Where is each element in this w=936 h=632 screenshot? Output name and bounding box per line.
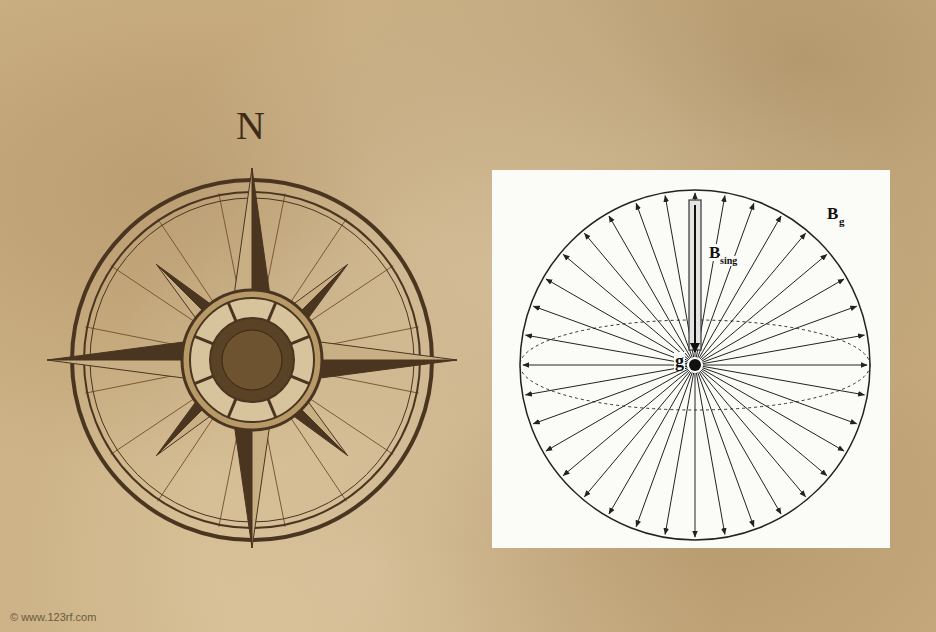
rose-line bbox=[266, 193, 286, 291]
hub-spoke bbox=[228, 399, 236, 417]
hub-spoke bbox=[268, 399, 276, 417]
rose-line bbox=[85, 327, 183, 347]
field-arrow bbox=[609, 372, 691, 514]
field-arrow bbox=[700, 371, 805, 497]
hub-center bbox=[222, 330, 282, 390]
field-subscript: g bbox=[838, 216, 846, 227]
field-arrow bbox=[563, 370, 689, 475]
hub-spoke bbox=[291, 376, 309, 384]
charge-label: g bbox=[674, 352, 685, 370]
rose-line bbox=[85, 374, 183, 394]
field-arrow bbox=[584, 233, 689, 359]
hub-center bbox=[210, 318, 294, 402]
field-arrow bbox=[665, 373, 693, 535]
hub-ring bbox=[182, 290, 322, 430]
field-arrow bbox=[533, 306, 687, 362]
field-arrow bbox=[699, 216, 781, 358]
hub-spoke bbox=[195, 376, 213, 384]
field-arrow bbox=[546, 369, 688, 451]
field-arrow bbox=[698, 373, 754, 527]
field-arrow bbox=[701, 254, 827, 359]
monopole-charge bbox=[689, 359, 701, 371]
field-arrow bbox=[702, 369, 844, 451]
hub-spoke bbox=[195, 336, 213, 344]
field-arrow bbox=[699, 372, 781, 514]
field-arrow bbox=[609, 216, 691, 358]
field-arrow bbox=[703, 335, 865, 363]
rose-line bbox=[321, 374, 419, 394]
rose-line bbox=[219, 429, 239, 527]
inset-panel bbox=[492, 170, 890, 548]
field-arrow bbox=[636, 373, 692, 527]
field-arrow bbox=[701, 370, 827, 475]
field-arrow bbox=[526, 335, 688, 363]
rose-line bbox=[321, 327, 419, 347]
field-arrow bbox=[636, 203, 692, 357]
field-subscript: sing bbox=[719, 256, 738, 266]
field-sphere bbox=[520, 190, 870, 540]
rose-line bbox=[266, 429, 286, 527]
field-arrow bbox=[523, 365, 687, 366]
hub-ring bbox=[190, 298, 314, 422]
field-arrow bbox=[703, 366, 865, 394]
field-arrow bbox=[695, 193, 696, 357]
north-label: N bbox=[236, 106, 265, 146]
hub-spoke bbox=[228, 303, 236, 321]
field-arrow bbox=[696, 373, 724, 535]
field-arrow bbox=[563, 254, 689, 359]
field-arrow bbox=[584, 371, 689, 497]
field-lines bbox=[523, 193, 867, 537]
field-arrow bbox=[698, 203, 754, 357]
field-arrow bbox=[526, 366, 688, 394]
field-arrow bbox=[533, 368, 687, 424]
field-arrow bbox=[703, 368, 857, 424]
field-arrow bbox=[700, 233, 805, 359]
watermark: © www.123rf.com bbox=[10, 612, 96, 623]
field-arrow bbox=[546, 279, 688, 361]
field-arrow bbox=[702, 279, 844, 361]
string-field-arrow bbox=[694, 205, 696, 352]
field-arrow bbox=[695, 373, 696, 537]
rose-line bbox=[219, 193, 239, 291]
hub-spoke bbox=[291, 336, 309, 344]
hub-spoke bbox=[268, 303, 276, 321]
field-arrow bbox=[703, 306, 857, 362]
field-arrow bbox=[703, 365, 867, 366]
